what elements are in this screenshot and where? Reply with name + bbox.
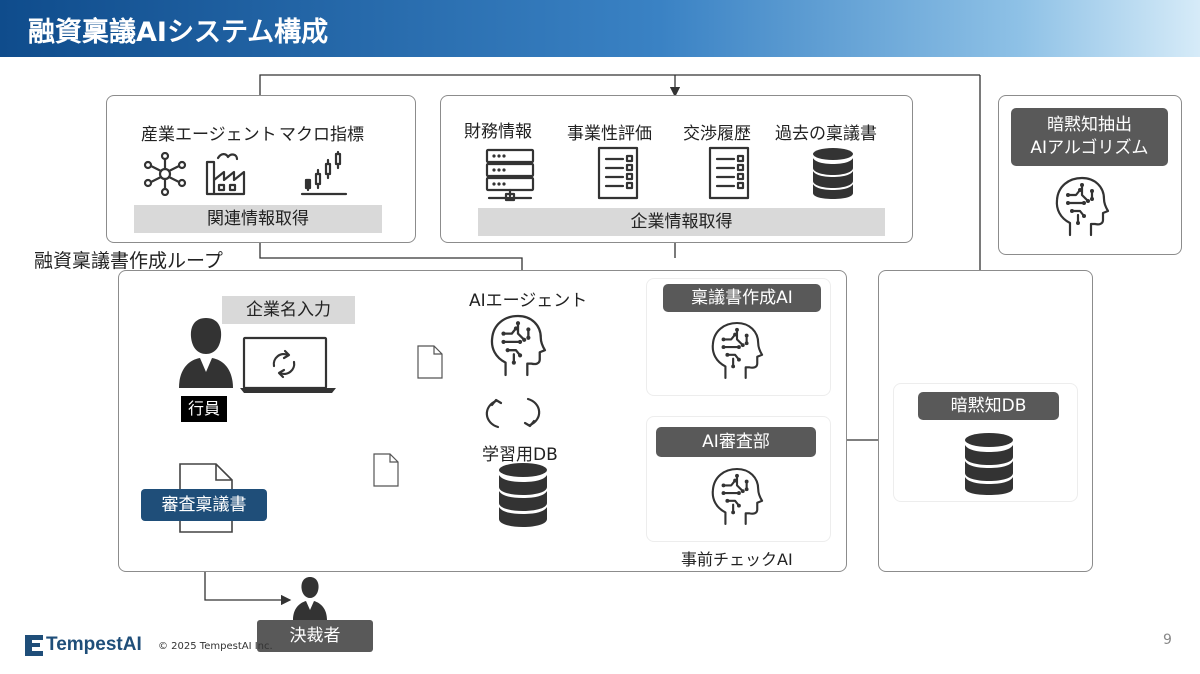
document-list-icon	[708, 146, 750, 200]
industry-agent-label: 産業エージェント	[141, 125, 277, 145]
person-icon	[293, 577, 327, 620]
brand-logo-text: TempestAI	[46, 634, 142, 655]
database-icon	[813, 148, 853, 199]
negotiation-label: 交渉履歴	[683, 124, 751, 144]
review-ringi-label: 審査稟議書	[141, 489, 267, 521]
tacit-db-label: 暗黙知DB	[918, 392, 1059, 420]
ringi-ai-label: 稟議書作成AI	[663, 284, 821, 312]
ai-head-icon	[711, 321, 764, 380]
financial-label: 財務情報	[464, 122, 532, 142]
factory-icon	[205, 153, 246, 196]
page-number: 9	[1163, 632, 1172, 648]
learning-db-label: 学習用DB	[482, 445, 558, 465]
ai-head-icon	[711, 467, 764, 526]
laptop-icon	[240, 336, 336, 393]
approver-label: 決裁者	[257, 620, 373, 652]
business-eval-label: 事業性評価	[567, 124, 652, 144]
ai-agent-label: AIエージェント	[469, 291, 588, 311]
header-bar	[0, 0, 1200, 57]
document-list-icon	[597, 146, 639, 200]
file-icon	[417, 345, 443, 379]
file-icon	[373, 453, 399, 487]
chart-icon	[300, 150, 348, 196]
past-ringi-label: 過去の稟議書	[775, 124, 877, 144]
staff-label: 行員	[181, 396, 227, 422]
tempest-logo-icon	[25, 635, 43, 656]
server-icon	[485, 148, 535, 202]
loop-title: 融資稟議書作成ループ	[34, 250, 223, 272]
page-title: 融資稟議AIシステム構成	[28, 17, 329, 48]
database-icon	[965, 433, 1013, 495]
refresh-icon[interactable]	[266, 346, 302, 382]
database-icon	[499, 463, 547, 527]
macro-indicator-label: マクロ指標	[279, 125, 364, 145]
tacit-algorithm-line2: AIアルゴリズム	[1030, 138, 1149, 158]
tacit-algorithm-label: 暗黙知抽出 AIアルゴリズム	[1011, 108, 1168, 166]
company-info-bar: 企業情報取得	[478, 208, 885, 236]
ai-head-icon	[1055, 176, 1110, 237]
copyright: © 2025 TempestAI Inc.	[158, 641, 273, 652]
ai-review-dept-label: AI審査部	[656, 427, 816, 457]
precheck-panel	[646, 416, 831, 542]
tacit-algorithm-line1: 暗黙知抽出	[1047, 115, 1132, 135]
related-info-bar: 関連情報取得	[134, 205, 382, 233]
cycle-arrows-icon	[485, 397, 541, 429]
precheck-label: 事前チェックAI	[681, 550, 793, 569]
person-icon	[179, 318, 233, 388]
network-icon	[143, 152, 187, 196]
ringi-ai-panel	[646, 278, 831, 396]
company-input-label: 企業名入力	[222, 296, 355, 324]
ai-head-icon	[490, 314, 547, 377]
